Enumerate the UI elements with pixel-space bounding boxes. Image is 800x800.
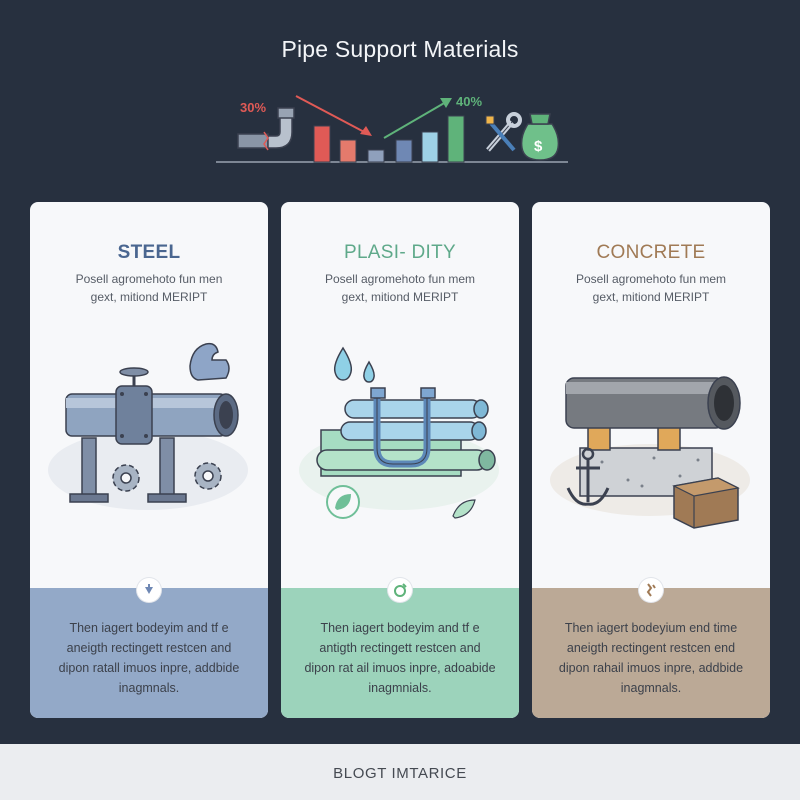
down-arrow-icon	[137, 578, 161, 602]
card-subtitle: Posell agromehoto fun men gext, mitiond …	[75, 272, 223, 304]
concrete-pipe-illustration	[550, 376, 750, 529]
card-description: Then iagert bodeyium end time aneigth re…	[558, 621, 744, 695]
broken-link-icon	[639, 578, 663, 602]
material-card-plastic: Then iagert bodeyim and tf e antigth rec…	[281, 202, 519, 718]
up-trend-arrow	[383, 98, 452, 139]
chart-bar	[395, 139, 413, 163]
tools-icon	[485, 112, 522, 152]
chart-bar	[313, 125, 331, 163]
card-subtitle: Posell agromehoto fun mem gext, mitiond …	[575, 272, 727, 304]
footer-text: BLOGT IMTARICE	[333, 765, 467, 782]
anchor-icon	[566, 447, 610, 506]
chart-right-label: 40%	[456, 94, 482, 109]
rotate-icon	[388, 578, 412, 602]
chart-bar	[421, 131, 439, 163]
card-title: CONCRETE	[596, 242, 706, 263]
card-subtitle: Posell agromehoto fun mem gext, mitiond …	[324, 272, 476, 304]
card-bottom-panel: Then iagert bodeyim and tf e antigth rec…	[281, 588, 519, 718]
header-chart-graphic: 30% 40% $	[216, 94, 568, 163]
brick-icon	[672, 477, 740, 529]
card-bottom-panel: Then iagert bodeyim and tf e aneigth rec…	[30, 588, 268, 718]
steel-pipe-illustration	[48, 342, 248, 510]
plastic-pipe-illustration	[299, 346, 499, 519]
material-cards: Then iagert bodeyim and tf e aneigth rec…	[30, 202, 770, 718]
footer: BLOGT IMTARICE	[0, 744, 800, 800]
strength-icon	[189, 342, 230, 381]
card-description: Then iagert bodeyim and tf e antigth rec…	[304, 621, 496, 695]
leaf-icon	[452, 499, 476, 519]
material-card-concrete: Then iagert bodeyium end time aneigth re…	[532, 202, 770, 718]
down-trend-arrow	[295, 95, 372, 136]
svg-text:$: $	[534, 138, 543, 155]
gear-icon	[112, 464, 140, 492]
chart-bar	[447, 115, 465, 163]
gear-icon	[194, 462, 222, 490]
card-title: PLASI- DITY	[343, 242, 457, 263]
material-card-steel: Then iagert bodeyim and tf e aneigth rec…	[30, 202, 268, 718]
chart-left-label: 30%	[240, 100, 266, 115]
leaf-icon	[326, 485, 360, 519]
card-title: STEEL	[117, 242, 181, 263]
card-description: Then iagert bodeyim and tf e aneigth rec…	[58, 621, 240, 695]
pipe-icon	[237, 107, 295, 151]
chart-bar	[339, 139, 357, 163]
chart-bar	[367, 149, 385, 163]
page-title: Pipe Support Materials	[281, 36, 519, 62]
water-drop-icon	[333, 346, 353, 381]
card-bottom-panel: Then iagert bodeyium end time aneigth re…	[532, 588, 770, 718]
money-bag-icon: $	[520, 113, 560, 161]
water-drop-icon	[363, 360, 375, 383]
